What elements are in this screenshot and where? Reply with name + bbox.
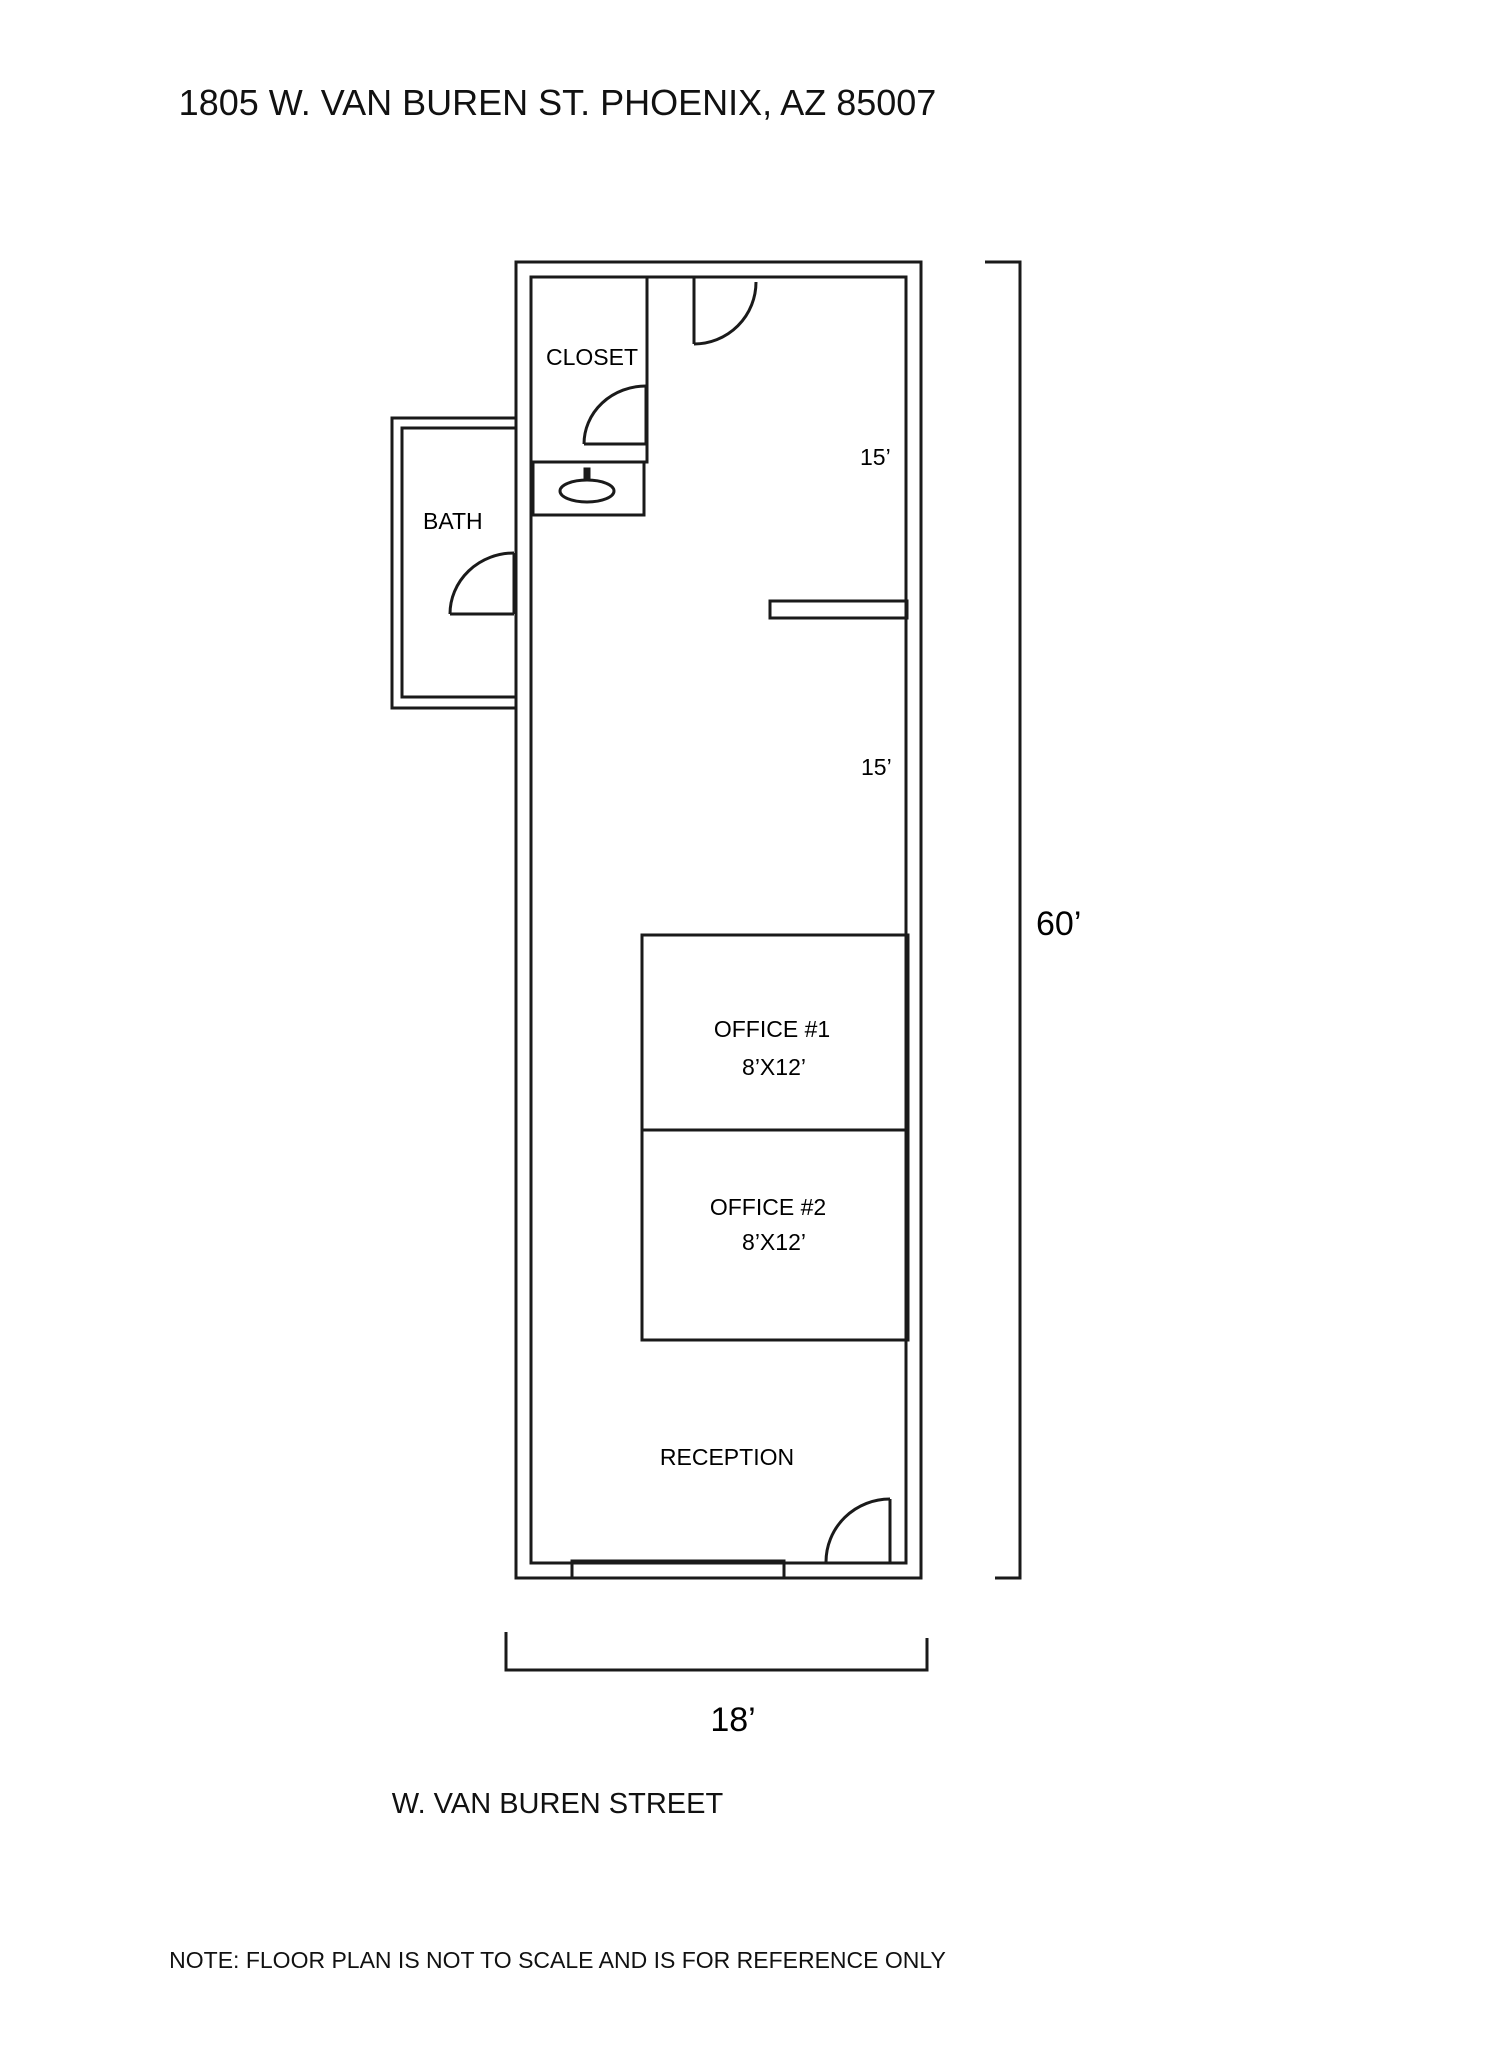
- building-inner-wall: [529, 275, 908, 1565]
- office-2-walls: [640, 1128, 910, 1342]
- depth-dimension-label: 60’: [1036, 905, 1081, 943]
- closet-label: CLOSET: [546, 344, 638, 370]
- reception-label: RECEPTION: [660, 1444, 794, 1470]
- street-label: W. VAN BUREN STREET: [391, 1788, 724, 1820]
- sink-basin: [558, 478, 616, 504]
- frontage-dimension-label: 18’: [710, 1701, 755, 1739]
- office-2-size: 8’X12’: [742, 1229, 806, 1255]
- sink-faucet: [583, 467, 591, 482]
- width-dimension-bracket: [504, 1632, 929, 1672]
- partition-wall: [768, 599, 909, 620]
- closet-door: [582, 384, 648, 446]
- bath-label: BATH: [423, 508, 483, 534]
- office-1-size: 8’X12’: [742, 1054, 806, 1080]
- disclaimer-note: NOTE: FLOOR PLAN IS NOT TO SCALE AND IS …: [169, 1947, 946, 1973]
- middle-room-dimension: 15’: [861, 754, 892, 780]
- bath-outer-wall: [390, 416, 516, 710]
- rear-door: [692, 278, 758, 346]
- office-2-label: OFFICE #2: [710, 1194, 826, 1220]
- entry-door: [824, 1497, 892, 1563]
- depth-dimension-bracket: [985, 260, 1022, 1580]
- upper-room-dimension: 15’: [860, 444, 891, 470]
- office-1-label: OFFICE #1: [714, 1016, 830, 1042]
- vanity-counter: [531, 460, 646, 517]
- bath-inner-wall: [400, 426, 516, 699]
- bath-door: [448, 551, 516, 616]
- front-window: [570, 1559, 786, 1580]
- address-title: 1805 W. VAN BUREN ST. PHOENIX, AZ 85007: [178, 82, 937, 123]
